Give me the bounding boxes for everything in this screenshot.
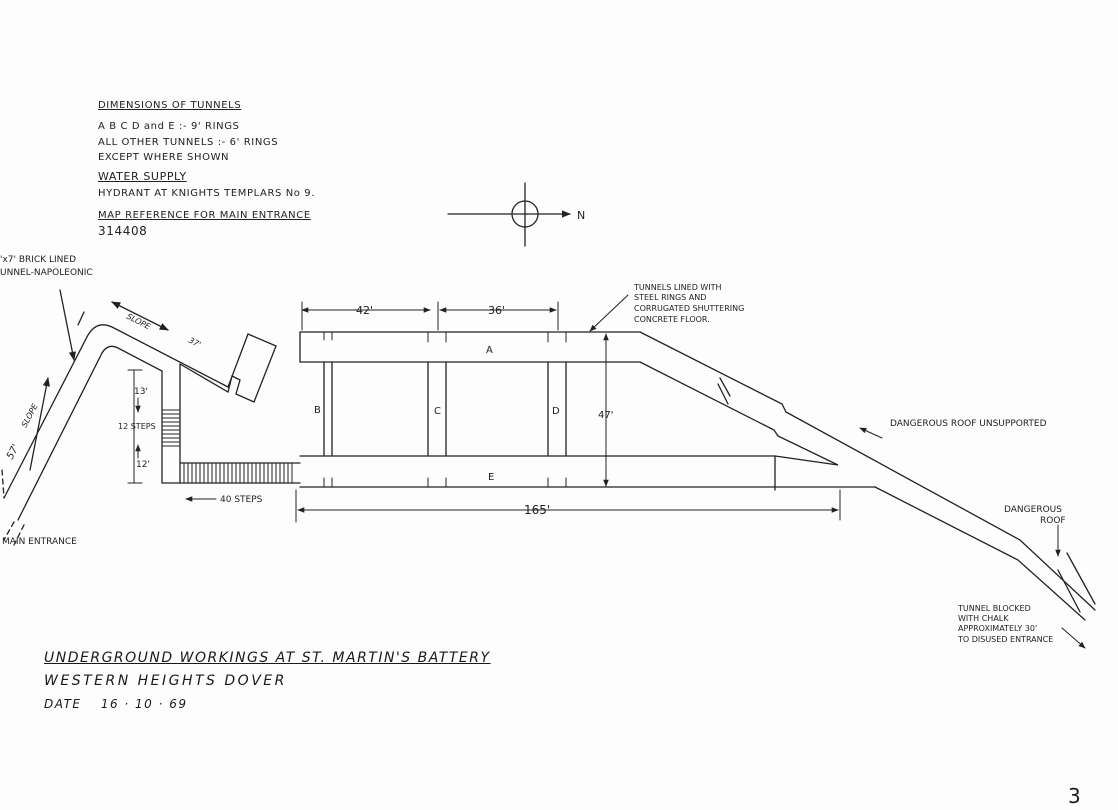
water-supply-line: HYDRANT AT KNIGHTS TEMPLARS No 9. xyxy=(98,188,316,199)
slope-left-length: 57' xyxy=(5,443,22,462)
tunnel-d-label: D xyxy=(552,406,560,417)
steps-40-label: 40 STEPS xyxy=(220,495,263,505)
steps-12-label: 12 STEPS xyxy=(118,422,156,431)
map-reference-heading: MAP REFERENCE FOR MAIN ENTRANCE xyxy=(98,210,311,221)
dangerous-roof-label-1: DANGEROUS xyxy=(1004,505,1062,515)
blocked-note-4: TO DISUSED ENTRANCE xyxy=(957,635,1053,644)
tunnel-a-label: A xyxy=(486,345,493,356)
tunnel-b-label: B xyxy=(314,405,321,416)
title-line-1: UNDERGROUND WORKINGS AT ST. MARTIN'S BAT… xyxy=(44,650,491,666)
tunnel-e xyxy=(299,455,876,491)
dimensions-line-1: A B C D and E :- 9' RINGS xyxy=(98,121,240,132)
title-line-2: WESTERN HEIGHTS DOVER xyxy=(44,673,287,689)
title-date-value: 16 · 10 · 69 xyxy=(100,697,188,711)
compass xyxy=(447,182,571,247)
lined-note-1: TUNNELS LINED WITH xyxy=(633,283,722,292)
tunnel-e-label: E xyxy=(488,472,494,483)
tunnel-a xyxy=(299,331,641,363)
blocked-note-1: TUNNEL BLOCKED xyxy=(957,604,1031,613)
leaders xyxy=(589,294,1086,649)
title-date: DATE 16 · 10 · 69 xyxy=(44,697,188,711)
tunnel-c xyxy=(427,361,447,457)
dimensions-line-3: EXCEPT WHERE SHOWN xyxy=(98,152,230,163)
lined-note-4: CONCRETE FLOOR. xyxy=(634,315,710,324)
side-passage xyxy=(179,333,277,484)
steps-40-passage xyxy=(161,462,301,484)
map-reference-value: 314408 xyxy=(98,224,148,238)
dimensions-heading: DIMENSIONS OF TUNNELS xyxy=(98,100,242,111)
dangerous-roof-unsupported-label: DANGEROUS ROOF UNSUPPORTED xyxy=(890,419,1047,429)
steps-lower-dimension: 12' xyxy=(136,460,150,470)
steps-dimension xyxy=(127,369,143,484)
entrance-tunnel xyxy=(1,289,229,546)
dim-165: 165' xyxy=(524,503,550,517)
steps-12 xyxy=(161,409,181,447)
steps-40 xyxy=(183,462,293,484)
tunnel-b xyxy=(323,361,333,457)
lined-note-3: CORRUGATED SHUTTERING xyxy=(634,304,744,313)
dim-36: 36' xyxy=(488,304,505,317)
dangerous-roof-label-2: ROOF xyxy=(1040,516,1066,526)
tunnel-d xyxy=(547,361,567,457)
dim-42: 42' xyxy=(356,304,373,317)
page-number: 3 xyxy=(1068,784,1083,808)
north-label: N xyxy=(577,209,585,222)
dimensions-line-2: ALL OTHER TUNNELS :- 6' RINGS xyxy=(98,137,279,148)
main-entrance-label: MAIN ENTRANCE xyxy=(2,537,77,547)
slope-left-label: SLOPE xyxy=(20,401,40,429)
brick-tunnel-label-2: UNNEL-NAPOLEONIC xyxy=(0,268,93,278)
title-date-label: DATE xyxy=(44,697,82,711)
blocked-note-3: APPROXIMATELY 30' xyxy=(958,624,1037,633)
brick-tunnel-label-1: 'x7' BRICK LINED xyxy=(0,255,76,265)
diagonal-tunnels xyxy=(639,331,1096,621)
blocked-note-2: WITH CHALK xyxy=(958,614,1009,623)
ring-ticks xyxy=(317,331,571,488)
dimension-lines xyxy=(295,301,841,523)
dim-47: 47' xyxy=(598,410,613,421)
tunnel-c-label: C xyxy=(434,406,441,417)
water-supply-heading: WATER SUPPLY xyxy=(98,170,187,183)
steps-upper-dimension: 13' xyxy=(134,387,148,397)
slope-top-length: 37' xyxy=(187,336,202,350)
lined-note-2: STEEL RINGS AND xyxy=(634,293,706,302)
